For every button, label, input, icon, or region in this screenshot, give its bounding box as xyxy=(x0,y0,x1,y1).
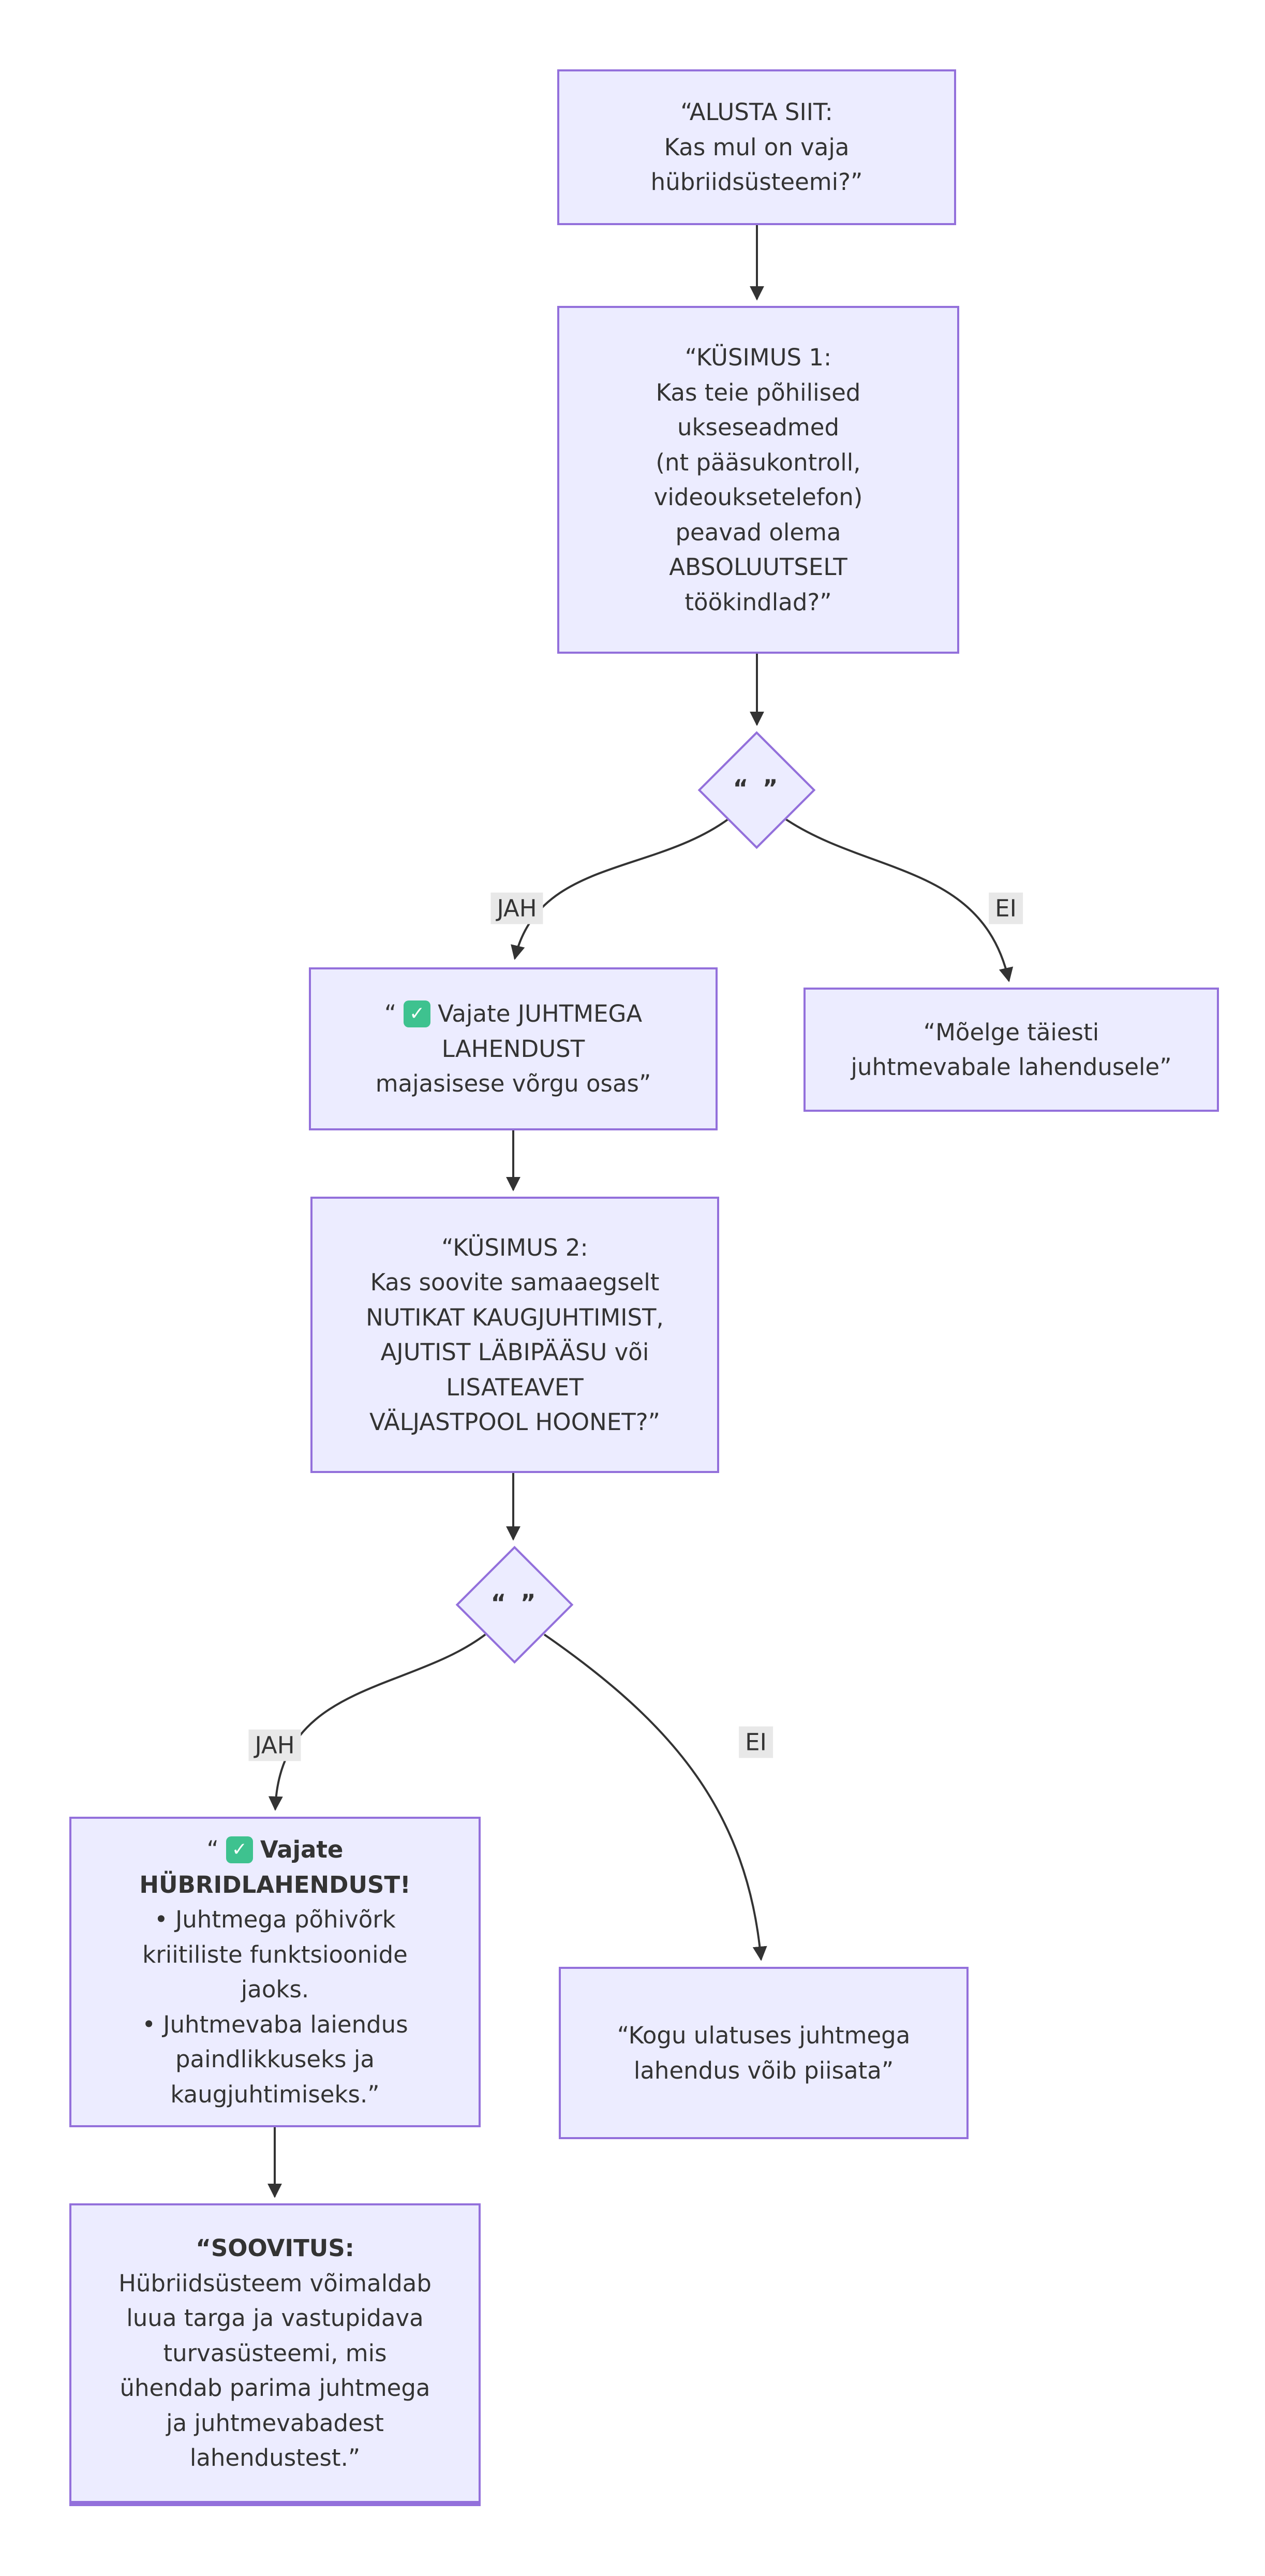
node-text: “Kogu ulatuses juhtmega lahendus võib pi… xyxy=(617,2022,911,2084)
edge-label-jah-2: JAH xyxy=(248,1729,301,1761)
edge-decision1-ei xyxy=(785,818,1014,982)
node-line-bold: HÜBRIDLAHENDUST! xyxy=(139,1871,411,1898)
node-line: “ ✓ Vajate xyxy=(207,1832,344,1867)
node-recommendation: “SOOVITUS: Hübriidsüsteem võimaldab luua… xyxy=(69,2203,481,2506)
node-text: LAHENDUST majasisese võrgu osas” xyxy=(375,1035,651,1098)
node-line-text: Vajate JUHTMEGA xyxy=(438,1000,643,1028)
node-text: “Mõelge täiesti juhtmevabale lahendusele… xyxy=(851,1018,1172,1081)
edge-label-ei-1: EI xyxy=(989,892,1023,924)
node-full-wired: “Kogu ulatuses juhtmega lahendus võib pi… xyxy=(559,1967,969,2139)
edge-label-ei-2: EI xyxy=(739,1726,773,1758)
quote-mark: “ xyxy=(384,1000,397,1028)
node-hybrid-solution: “ ✓ Vajate HÜBRIDLAHENDUST! • Juhtmega p… xyxy=(69,1817,481,2127)
check-emoji-icon: ✓ xyxy=(226,1836,253,1863)
edge-decision1-jah xyxy=(511,818,729,960)
node-question1: “KÜSIMUS 1: Kas teie põhilised ukseseadm… xyxy=(557,306,959,654)
node-text: “KÜSIMUS 1: Kas teie põhilised ukseseadm… xyxy=(653,344,863,616)
node-line-text: Vajate xyxy=(260,1836,344,1863)
node-line-bold: “SOOVITUS: xyxy=(196,2234,354,2262)
node-question2: “KÜSIMUS 2: Kas soovite samaaegselt NUTI… xyxy=(310,1197,719,1473)
node-text: “KÜSIMUS 2: Kas soovite samaaegselt NUTI… xyxy=(366,1233,664,1436)
node-text: Hübriidsüsteem võimaldab luua targa ja v… xyxy=(118,2269,431,2472)
edge-label-jah-1: JAH xyxy=(490,892,543,924)
node-text: “ALUSTA SIIT: Kas mul on vaja hübriidsüs… xyxy=(650,98,863,196)
node-text: • Juhtmega põhivõrk kriitiliste funktsio… xyxy=(142,1906,408,2108)
edge-decision2-ei xyxy=(543,1633,767,1961)
quote-mark: “ xyxy=(206,1836,219,1863)
edge-decision2-jah xyxy=(268,1633,486,1811)
node-line: “ ✓ Vajate JUHTMEGA xyxy=(384,996,642,1032)
node-wireless-solution: “Mõelge täiesti juhtmevabale lahendusele… xyxy=(803,988,1219,1112)
check-emoji-icon: ✓ xyxy=(404,1000,431,1027)
node-wired-solution: “ ✓ Vajate JUHTMEGA LAHENDUST majasisese… xyxy=(309,967,718,1130)
node-start: “ALUSTA SIIT: Kas mul on vaja hübriidsüs… xyxy=(557,69,956,225)
decision2-label: “ ” xyxy=(490,1589,539,1617)
decision1-label: “ ” xyxy=(733,774,781,802)
